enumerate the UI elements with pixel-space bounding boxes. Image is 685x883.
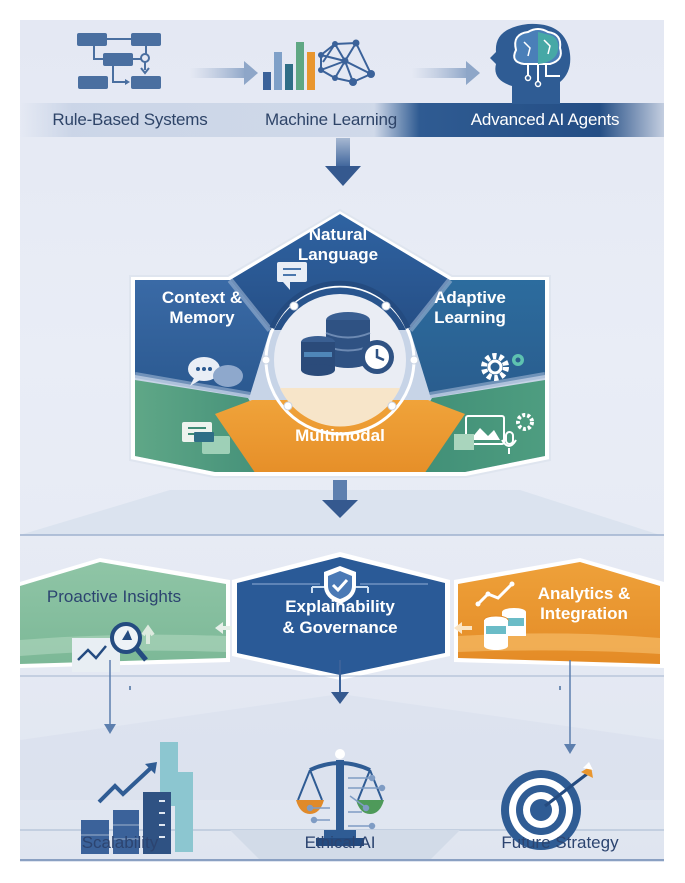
bar-chart-network-icon — [263, 39, 375, 90]
capability-context-memory-label: Context & Memory — [161, 288, 243, 327]
speech-bubbles-icon — [188, 357, 243, 387]
segment-natural-language — [230, 214, 450, 330]
chat-bubble-icon — [277, 262, 307, 290]
stage-label-machine-learning: Machine Learning — [265, 110, 397, 129]
growth-servers-icon — [160, 742, 178, 806]
magnifier-chart-icon — [72, 622, 155, 672]
media-icon — [454, 413, 534, 454]
explainability-governance-label: Explainability & Governance — [282, 597, 398, 637]
capability-natural-language-label: Natural Language — [297, 225, 379, 264]
flowchart-icon — [77, 33, 161, 89]
target-icon — [501, 762, 593, 850]
evolution-band — [20, 103, 664, 137]
database-clock-icon — [301, 312, 394, 376]
shield-check-icon — [311, 566, 369, 604]
messages-icon — [182, 422, 230, 454]
analytics-database-icon — [475, 581, 526, 650]
proactive-insights-label: Proactive Insights — [46, 587, 182, 606]
growth-servers-icon — [81, 762, 193, 854]
arrow-down-icon — [325, 138, 361, 186]
scales-icon — [296, 749, 386, 846]
connector-funnel — [20, 480, 664, 536]
arrow-right-icon — [412, 61, 480, 85]
segment-multimodal — [215, 400, 465, 472]
outcome-future-strategy-label: Future Strategy — [501, 833, 619, 852]
segment-adaptive-learning — [410, 280, 545, 395]
diagram-frame: Rule-Based Systems Machine Learning Adva… — [20, 20, 664, 862]
governance-band — [20, 552, 664, 690]
capabilities-hexagon — [129, 208, 551, 478]
capability-adaptive-learning-label: Adaptive Learning — [434, 288, 506, 327]
stage-label-rule-based: Rule-Based Systems — [52, 110, 208, 129]
brain-head-icon — [490, 23, 571, 104]
analytics-integration-label: Analytics & Integration — [537, 584, 631, 623]
gears-icon — [481, 353, 524, 381]
outcome-scalability-label: Scalability — [81, 833, 159, 852]
arrow-right-icon — [190, 61, 258, 85]
capability-multimodal-label: Multimodal — [295, 426, 385, 445]
outcome-ethical-ai-label: Ethical AI — [304, 833, 376, 852]
stage-label-advanced-ai-agents: Advanced AI Agents — [470, 110, 620, 129]
segment-context-memory — [135, 280, 270, 395]
